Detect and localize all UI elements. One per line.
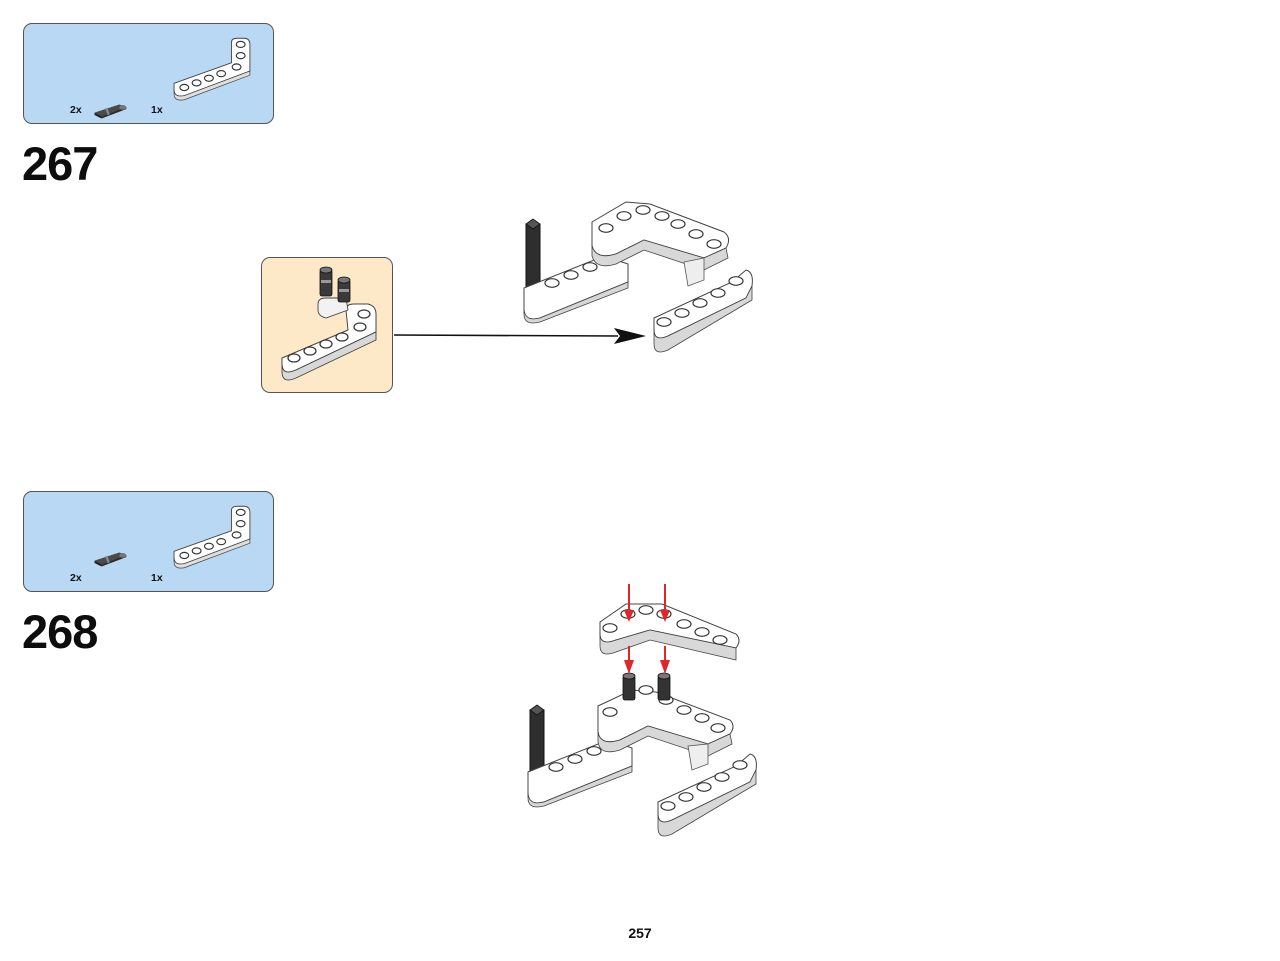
parts-list-box: 2x 1x [23, 491, 274, 592]
part-qty: 1x [151, 104, 163, 116]
part-qty: 2x [70, 104, 82, 116]
step-number: 267 [22, 137, 98, 190]
part-qty: 2x [70, 572, 82, 584]
part-qty: 1x [151, 572, 163, 584]
page-number: 257 [628, 925, 652, 941]
subassembly-illustration [281, 266, 377, 381]
subassembly-callout [261, 257, 393, 393]
parts-list-box: 2x 1x [23, 23, 274, 124]
step-number: 268 [22, 605, 98, 658]
